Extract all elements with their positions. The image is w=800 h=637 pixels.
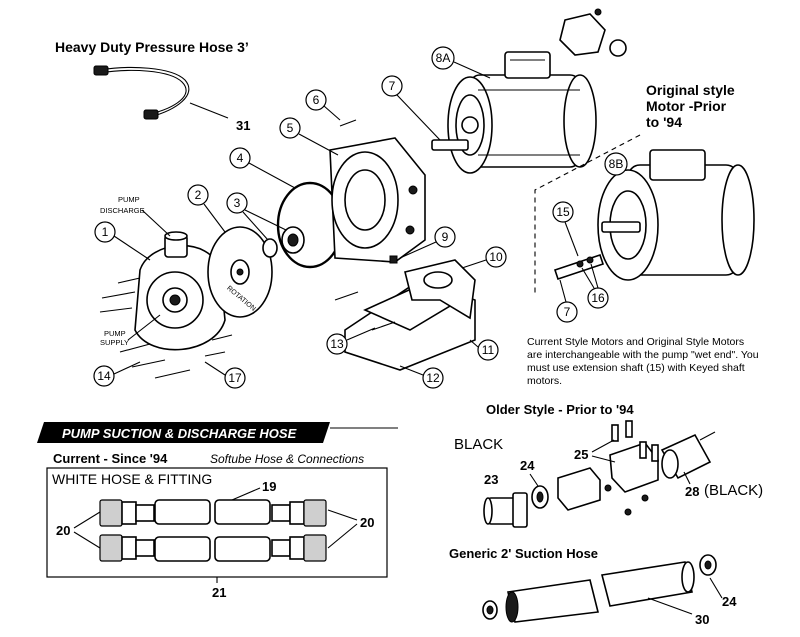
white-fittings-row-2 — [99, 534, 327, 562]
original-style-label-1: Original style — [646, 82, 735, 98]
callout-7b: 7 — [564, 305, 571, 319]
older-style-fittings — [483, 420, 716, 528]
callout-12-circle — [422, 367, 444, 389]
generic-suction-label: Generic 2' Suction Hose — [449, 546, 598, 561]
pump-supply-label-2: SUPPLY — [100, 338, 129, 347]
callout-30: 30 — [695, 612, 709, 627]
housing-bolts — [99, 277, 233, 379]
white-hose-label: WHITE HOSE & FITTING — [52, 471, 212, 487]
callout-10: 10 — [489, 250, 503, 264]
base-bolts — [334, 291, 396, 331]
callout-23: 23 — [484, 472, 498, 487]
part-9 — [389, 255, 398, 264]
callout-8b: 8B — [609, 157, 624, 171]
callout-9-circle — [434, 226, 456, 248]
callout-1: 1 — [102, 225, 109, 239]
callout-2-circle — [187, 184, 209, 206]
callout-5: 5 — [287, 121, 294, 135]
pump-discharge-label-1: PUMP — [118, 195, 140, 204]
black-label: BLACK — [454, 436, 503, 453]
impeller-2: ROTATION — [207, 226, 273, 318]
callout-11: 11 — [482, 343, 495, 357]
callout-21: 21 — [212, 585, 226, 600]
pump-discharge-label-2: DISCHARGE — [100, 206, 145, 215]
callout-7a: 7 — [389, 79, 396, 93]
callout-17-circle — [224, 367, 246, 389]
bolt-6 — [339, 119, 357, 127]
callout-6: 6 — [313, 93, 320, 107]
black-paren-label: (BLACK) — [704, 482, 763, 499]
generic-suction-hose — [482, 554, 717, 623]
pump-supply-label-1: PUMP — [104, 329, 126, 338]
callout-11-circle — [477, 339, 499, 361]
callout-13-circle — [326, 333, 348, 355]
callout-31: 31 — [236, 118, 250, 133]
extension-shaft-15 — [553, 253, 605, 281]
callout-9: 9 — [442, 230, 449, 244]
note-line-4: motors. — [527, 375, 562, 387]
callout-14: 14 — [97, 369, 111, 383]
callout-12: 12 — [426, 371, 440, 385]
callout-20a: 20 — [56, 523, 70, 538]
section-banner: PUMP SUCTION & DISCHARGE HOSE — [37, 422, 398, 443]
heavy-duty-hose-title: Heavy Duty Pressure Hose 3’ — [55, 39, 249, 55]
callout-17: 17 — [228, 371, 242, 385]
callout-15: 15 — [556, 205, 570, 219]
white-fittings-row-1 — [99, 499, 327, 527]
callout-8a: 8A — [436, 51, 451, 65]
motor-8b — [597, 149, 755, 281]
callout-4: 4 — [237, 151, 244, 165]
callout-14-circle — [93, 365, 115, 387]
callout-24a: 24 — [520, 458, 535, 473]
callout-20b: 20 — [360, 515, 374, 530]
callout-6-circle — [305, 89, 327, 111]
motor-8a — [431, 8, 627, 174]
callout-8a-circle — [431, 46, 455, 70]
callout-3-circle — [226, 192, 248, 214]
motor-base-11 — [344, 259, 476, 371]
callout-1-circle — [94, 221, 116, 243]
callout-10-circle — [485, 246, 507, 268]
callout-7a-circle — [381, 75, 403, 97]
section-banner-text: PUMP SUCTION & DISCHARGE HOSE — [62, 426, 297, 441]
callout-13: 13 — [330, 337, 344, 351]
original-style-label-2: Motor -Prior — [646, 98, 727, 114]
callout-7b-circle — [556, 301, 578, 323]
current-since-label: Current - Since '94 — [53, 451, 168, 466]
callout-24b: 24 — [722, 594, 737, 609]
callout-4-circle — [229, 147, 251, 169]
callout-28: 28 — [685, 484, 699, 499]
callout-25: 25 — [574, 447, 588, 462]
callout-5-circle — [279, 117, 301, 139]
pressure-hose-drawing — [93, 65, 229, 120]
original-style-label-3: to '94 — [646, 114, 682, 130]
note-line-1: Current Style Motors and Original Style … — [527, 336, 744, 348]
seal-3 — [262, 226, 305, 258]
callout-16: 16 — [591, 291, 605, 305]
callout-15-circle — [552, 201, 574, 223]
pump-housing-1 — [134, 231, 226, 351]
older-style-label: Older Style - Prior to '94 — [486, 402, 634, 417]
note-line-2: are interchangeable with the pump "wet e… — [527, 349, 759, 361]
softube-label: Softube Hose & Connections — [210, 452, 364, 466]
callout-3: 3 — [234, 196, 241, 210]
note-line-3: must use extension shaft (15) with Keyed… — [527, 362, 745, 374]
callout-8b-circle — [604, 152, 628, 176]
callout-2: 2 — [195, 188, 202, 202]
callout-19: 19 — [262, 479, 276, 494]
seal-plate-5 — [329, 137, 426, 263]
